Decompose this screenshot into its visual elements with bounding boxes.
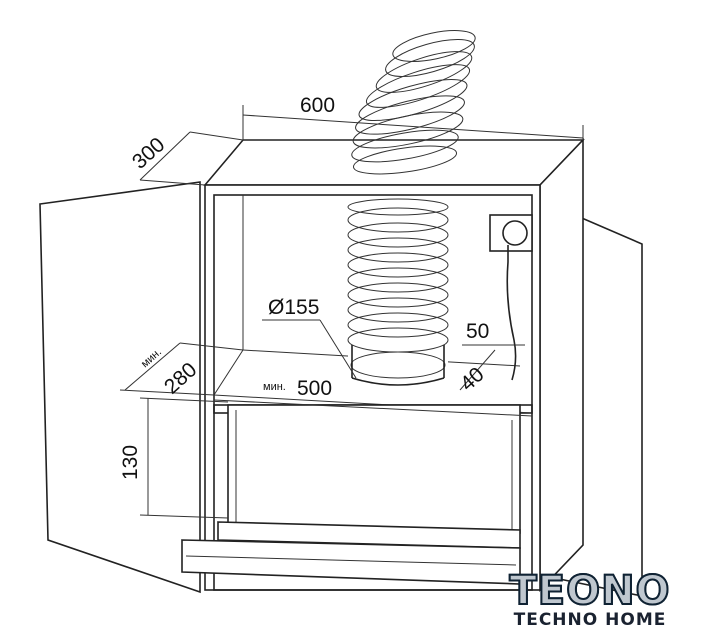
depth-dimension: 300	[128, 133, 169, 174]
min-width-label: мин.	[263, 381, 286, 393]
height-dimension: 130	[119, 445, 142, 480]
brand-logo: TEONO TECHNO HOME	[490, 569, 690, 630]
dimension-lines	[119, 105, 584, 519]
logo-brand: TEONO	[490, 569, 690, 613]
width-dimension: 600	[300, 94, 335, 117]
left-cabinet-door	[39, 181, 201, 594]
duct-diameter-dimension: Ø155	[268, 296, 319, 319]
min-width-dimension: 500	[297, 377, 332, 400]
logo-tagline: TECHNO HOME	[513, 610, 667, 630]
power-socket	[489, 214, 533, 381]
socket-offset-dimension: 50	[466, 320, 489, 343]
hood-unit	[181, 404, 521, 585]
flexible-duct	[347, 30, 476, 386]
